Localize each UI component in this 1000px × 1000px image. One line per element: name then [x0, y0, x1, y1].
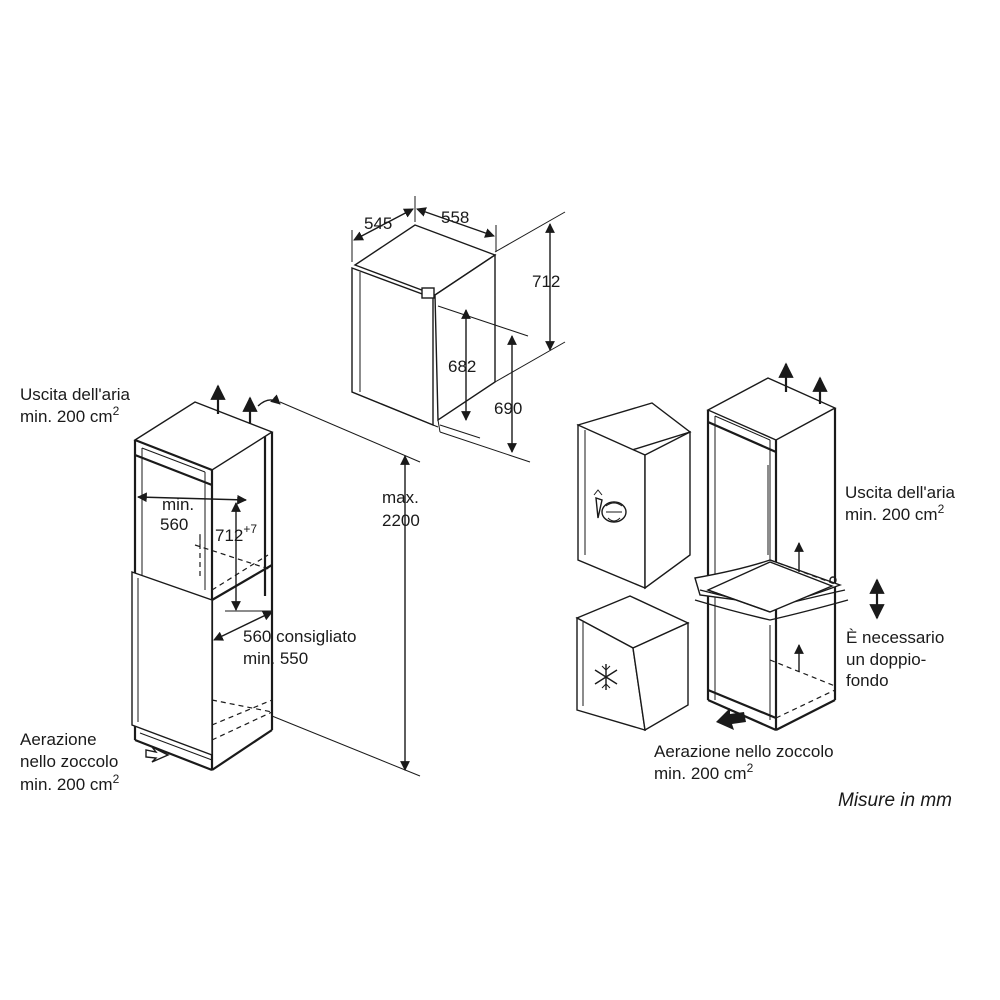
door-height-label: 682	[448, 357, 476, 376]
right-air-outlet-sup: 2	[938, 502, 945, 516]
max-height-line1: max.	[382, 488, 419, 507]
left-air-outlet-sup: 2	[113, 404, 120, 418]
right-air-outlet-line2: min. 200 cm2	[845, 502, 945, 524]
right-plinth-line1: Aerazione nello zoccolo	[654, 742, 834, 761]
snowflake-icon	[594, 664, 618, 690]
appliance-drawing	[351, 196, 566, 463]
fridge-freezer-drawing	[575, 402, 692, 732]
niche-min-line2: 560	[160, 515, 188, 534]
left-air-outlet-line1: Uscita dell'aria	[20, 385, 131, 404]
right-air-outlet-line1: Uscita dell'aria	[845, 483, 956, 502]
left-plinth-line1: Aerazione	[20, 730, 97, 749]
width-label: 558	[441, 208, 469, 227]
max-height-line2: 2200	[382, 511, 420, 530]
depth-recommended-line1: 560 consigliato	[243, 627, 356, 646]
right-plinth-line2: min. 200 cm2	[654, 761, 754, 783]
left-niche-drawing	[131, 384, 421, 777]
niche-height-tolerance: +7	[243, 522, 257, 536]
depth-label: 545	[364, 214, 392, 233]
double-floor-line1: È necessario	[846, 628, 944, 647]
niche-min-line1: min.	[162, 495, 194, 514]
double-floor-line3: fondo	[846, 671, 889, 690]
fruit-vegetable-icon	[593, 489, 627, 523]
left-plinth-line3: min. 200 cm2	[20, 772, 120, 794]
height-label: 712	[532, 272, 560, 291]
right-niche-drawing	[694, 362, 885, 732]
depth-recommended-line2: min. 550	[243, 649, 308, 668]
left-air-outlet-line2: min. 200 cm2	[20, 404, 120, 426]
double-floor-line2: un doppio-	[846, 650, 926, 669]
niche-height-label: 712+7	[215, 522, 257, 545]
total-height-label: 690	[494, 399, 522, 418]
left-plinth-line2: nello zoccolo	[20, 752, 118, 771]
units-note: Misure in mm	[838, 790, 952, 811]
left-plinth-sup: 2	[113, 772, 120, 786]
right-plinth-sup: 2	[747, 761, 754, 775]
